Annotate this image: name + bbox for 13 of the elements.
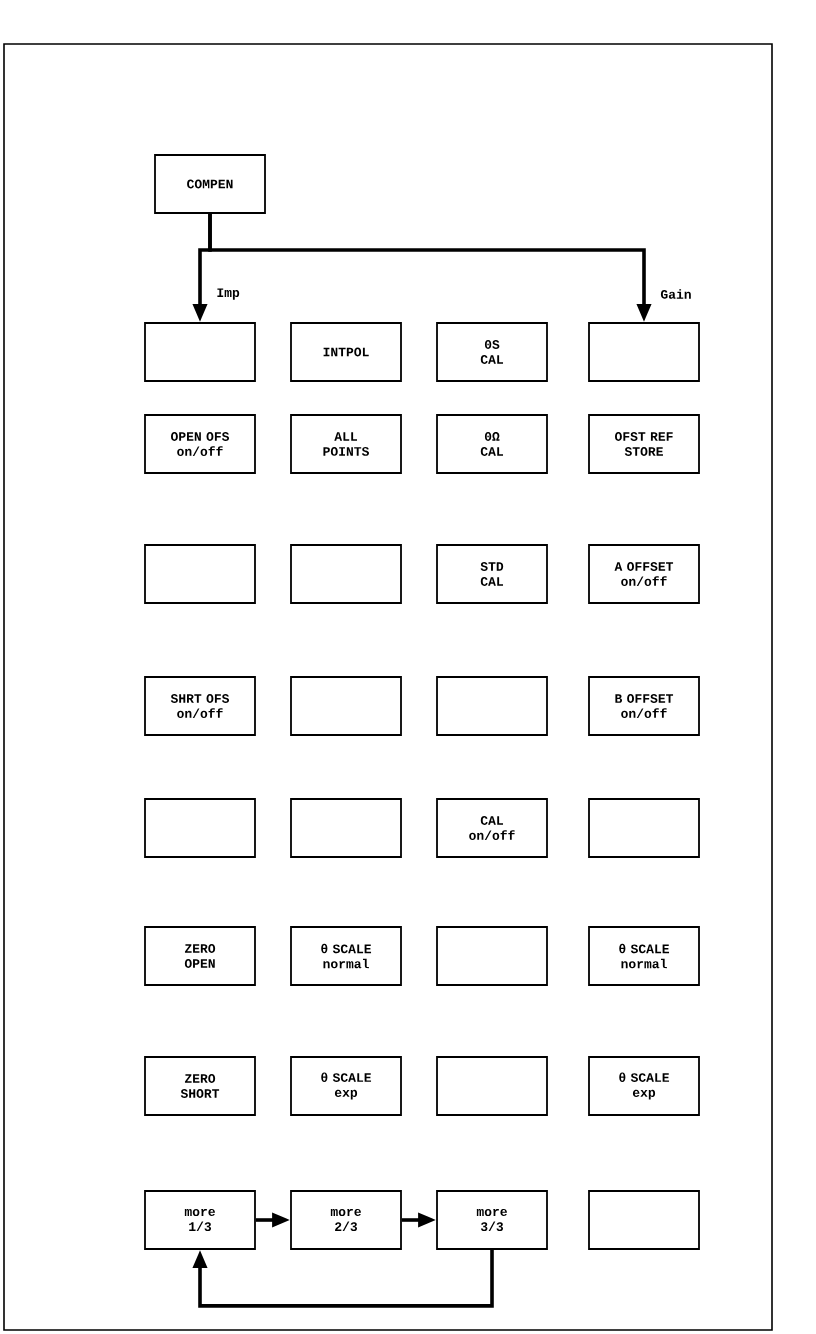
blank-softkey-box	[290, 798, 402, 858]
blank-softkey-box	[436, 926, 548, 986]
blank-softkey-box	[588, 798, 700, 858]
blank-softkey-box	[290, 544, 402, 604]
blank-softkey-box	[144, 798, 256, 858]
blank-softkey-box	[290, 676, 402, 736]
blank-softkey-box	[588, 322, 700, 382]
blank-softkey-box	[436, 1056, 548, 1116]
blank-softkey-box	[588, 1190, 700, 1250]
blank-softkey-box	[144, 322, 256, 382]
blank-softkey-box	[144, 544, 256, 604]
blank-softkey-box	[436, 676, 548, 736]
arrow	[192, 1249, 494, 1308]
